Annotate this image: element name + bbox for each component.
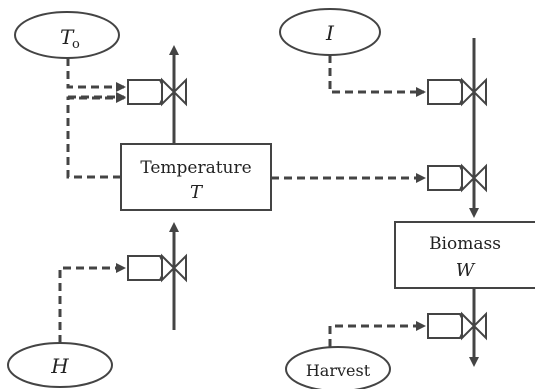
t0-label: T — [60, 25, 75, 49]
h-link — [58, 263, 126, 343]
t0-link-1 — [66, 58, 126, 92]
i-label: I — [325, 21, 335, 45]
biomass-stock-box — [394, 221, 535, 289]
biomass-title: Biomass — [429, 234, 501, 254]
biomass-temperature-valve — [427, 163, 487, 193]
harvest-ellipse — [285, 346, 391, 389]
h-label: H — [50, 354, 69, 378]
temperature-lower-valve — [127, 253, 187, 283]
temperature-title: Temperature — [140, 158, 251, 178]
biomass-light-valve — [427, 77, 487, 107]
temperature-feedback-link — [66, 93, 126, 179]
harvest-link — [328, 321, 426, 347]
temperature-symbol: T — [190, 182, 204, 203]
temperature-upper-valve — [127, 77, 187, 107]
biomass-symbol: W — [456, 260, 476, 281]
biomass-harvest-valve — [427, 311, 487, 341]
temperature-stock-box — [120, 143, 272, 211]
i-link — [328, 55, 426, 97]
t0-subscript: o — [72, 37, 80, 52]
harvest-label: Harvest — [306, 361, 371, 380]
